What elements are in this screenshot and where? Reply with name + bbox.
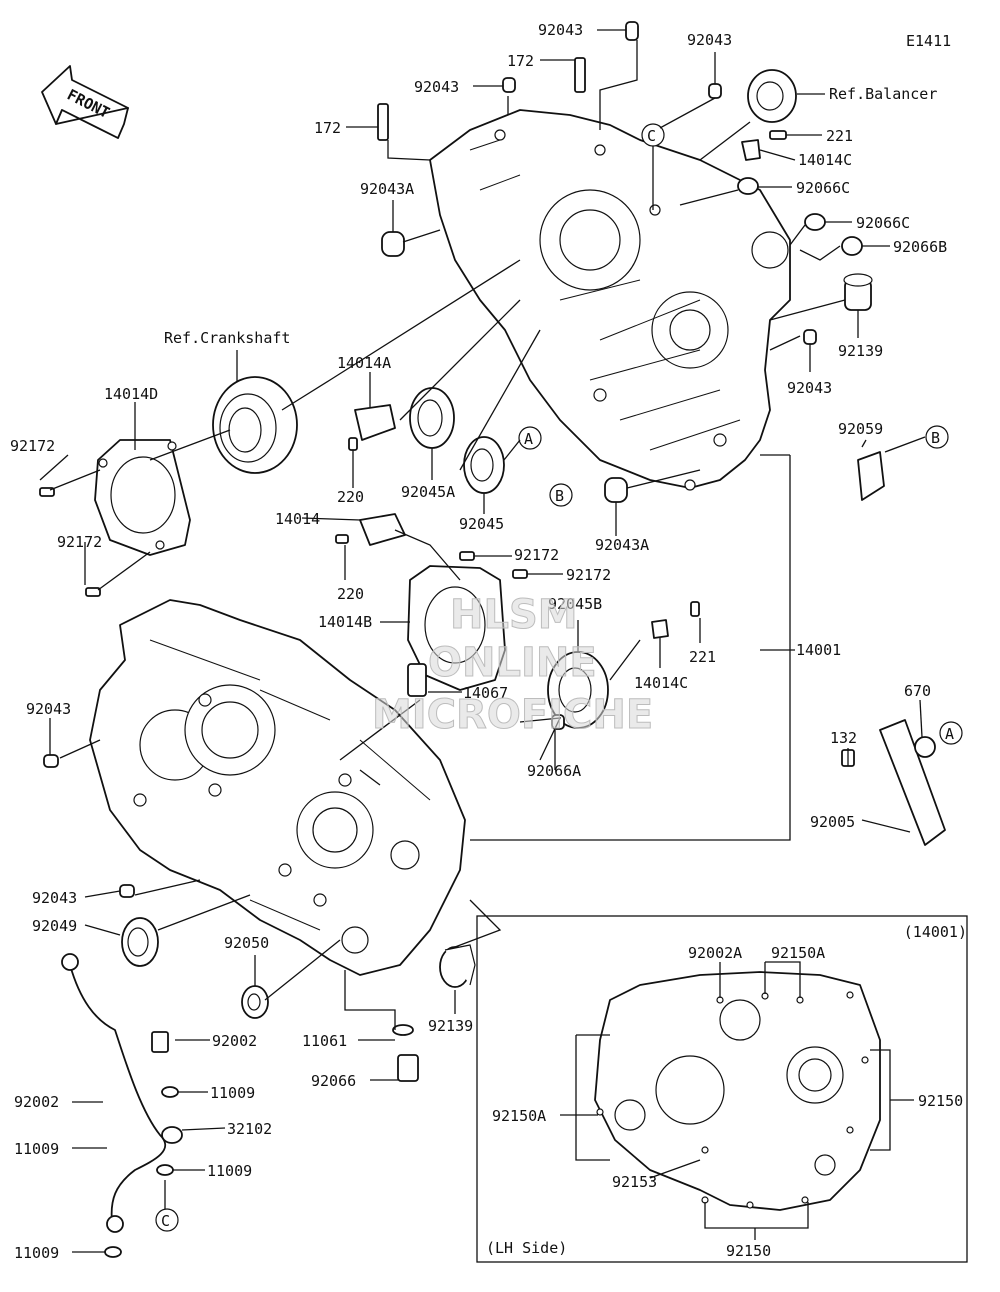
label-92172-4: 92172 xyxy=(566,566,611,584)
cover-14014B xyxy=(407,565,506,691)
label-92045B: 92045B xyxy=(548,595,602,613)
inset-title: (14001) xyxy=(904,923,967,941)
label-92172-1: 92172 xyxy=(10,437,55,455)
label-92172-3: 92172 xyxy=(514,546,559,564)
oil-pipe-32102 xyxy=(61,953,183,1233)
left-crankcase xyxy=(89,599,466,976)
callout-a-mid: A xyxy=(524,430,533,448)
label-14014C-bot: 14014C xyxy=(634,674,688,692)
label-92066A: 92066A xyxy=(527,762,581,780)
label-14014A: 14014A xyxy=(337,354,391,372)
callout-a-right: A xyxy=(945,725,954,743)
bushing-92139-top xyxy=(843,273,873,311)
bearing-92045A xyxy=(409,387,455,449)
watermark-line-3: MICROFICHE xyxy=(372,692,653,738)
label-ref-balancer: Ref.Balancer xyxy=(829,85,937,103)
label-14014: 14014 xyxy=(275,510,320,528)
small-parts xyxy=(39,21,946,1258)
label-172-top: 172 xyxy=(507,52,534,70)
label-220-1: 220 xyxy=(337,488,364,506)
callout-markers: C A B B A C xyxy=(155,123,963,1232)
label-92043-top: 92043 xyxy=(538,21,583,39)
label-221-bot: 221 xyxy=(689,648,716,666)
front-arrow: FRONT xyxy=(41,65,129,139)
seal-92049 xyxy=(121,917,159,967)
label-92043A-top: 92043A xyxy=(360,180,414,198)
callout-b-mid: B xyxy=(555,487,564,505)
label-11009-4: 11009 xyxy=(14,1244,59,1262)
label-92150-right: 92150 xyxy=(918,1092,963,1110)
label-92002-1: 92002 xyxy=(212,1032,257,1050)
label-11009-1: 11009 xyxy=(210,1084,255,1102)
label-92045: 92045 xyxy=(459,515,504,533)
callout-c-top: C xyxy=(647,127,656,145)
inset-lh-side xyxy=(476,915,968,1263)
label-92139-top: 92139 xyxy=(838,342,883,360)
label-14014B: 14014B xyxy=(318,613,372,631)
label-14001: 14001 xyxy=(796,641,841,659)
label-92150A-left: 92150A xyxy=(492,1107,546,1125)
watermark: HLSM ONLINE MICROFICHE xyxy=(372,592,654,739)
callout-c-bottom: C xyxy=(161,1212,170,1230)
diagram-code: E1411 xyxy=(906,32,951,50)
label-92043-topr: 92043 xyxy=(687,31,732,49)
label-14014D: 14014D xyxy=(104,385,158,403)
label-92066C-1: 92066C xyxy=(796,179,850,197)
label-92043-mid: 92043 xyxy=(414,78,459,96)
bearing-92045 xyxy=(463,436,505,494)
label-92045A: 92045A xyxy=(401,483,455,501)
label-92043-low: 92043 xyxy=(32,889,77,907)
watermark-line-1: HLSM xyxy=(450,592,578,638)
label-92043-right: 92043 xyxy=(787,379,832,397)
label-92172-2: 92172 xyxy=(57,533,102,551)
label-32102: 32102 xyxy=(227,1120,272,1138)
label-92050: 92050 xyxy=(224,934,269,952)
label-220-2: 220 xyxy=(337,585,364,603)
label-92049: 92049 xyxy=(32,917,77,935)
label-92043-left: 92043 xyxy=(26,700,71,718)
bushing-92139-bottom xyxy=(439,944,476,988)
bearing-crankshaft xyxy=(212,376,298,474)
cover-14014D xyxy=(94,439,191,556)
label-11061: 11061 xyxy=(302,1032,347,1050)
label-92066C-2: 92066C xyxy=(856,214,910,232)
label-92066: 92066 xyxy=(311,1072,356,1090)
watermark-line-2: ONLINE xyxy=(428,640,597,686)
label-14014C-top: 14014C xyxy=(798,151,852,169)
leader-lines xyxy=(39,29,926,1253)
label-172-left: 172 xyxy=(314,119,341,137)
part-labels: 92043 92043 172 92043 Ref.Balancer 172 2… xyxy=(10,21,967,1262)
label-221-top: 221 xyxy=(826,127,853,145)
label-92002A: 92002A xyxy=(688,944,742,962)
label-92043A-bot: 92043A xyxy=(595,536,649,554)
label-92150A-top: 92150A xyxy=(771,944,825,962)
label-92153: 92153 xyxy=(612,1173,657,1191)
label-92066B: 92066B xyxy=(893,238,947,256)
label-92059: 92059 xyxy=(838,420,883,438)
label-ref-crankshaft: Ref.Crankshaft xyxy=(164,329,290,347)
label-92002-2: 92002 xyxy=(14,1093,59,1111)
label-11009-2: 11009 xyxy=(14,1140,59,1158)
label-92005: 92005 xyxy=(810,813,855,831)
label-670: 670 xyxy=(904,682,931,700)
inset-side-label: (LH Side) xyxy=(486,1239,567,1257)
label-132: 132 xyxy=(830,729,857,747)
callout-b-right: B xyxy=(931,429,940,447)
label-92150-bot: 92150 xyxy=(726,1242,771,1260)
label-92139-bot: 92139 xyxy=(428,1017,473,1035)
bearing-balancer xyxy=(747,69,797,123)
bearing-92045B xyxy=(547,651,609,729)
right-crankcase xyxy=(429,109,791,491)
label-11009-3: 11009 xyxy=(207,1162,252,1180)
seal-92050 xyxy=(241,985,269,1019)
label-14067: 14067 xyxy=(463,684,508,702)
